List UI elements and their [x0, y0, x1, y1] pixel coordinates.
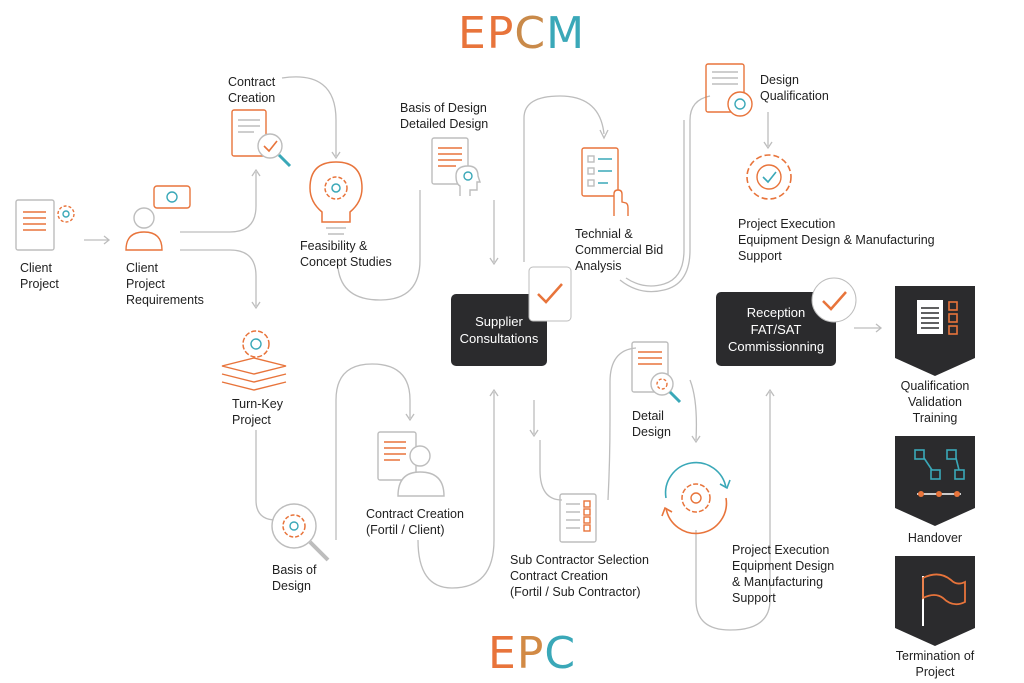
epc-letter-e: E	[488, 628, 517, 679]
document-head-icon	[430, 136, 492, 203]
termination-label: Termination of Project	[895, 649, 975, 679]
check-card-icon	[528, 266, 572, 327]
document-user-icon	[376, 430, 448, 505]
document-bulb-icon	[704, 62, 762, 129]
contract-creation-label: Contract Creation	[228, 75, 276, 105]
handover-shield	[895, 436, 975, 526]
epc-title: EPC	[488, 628, 576, 679]
gear-check-icon	[740, 148, 798, 211]
layers-gear-icon	[218, 322, 290, 399]
bid-analysis-label: Technial & Commercial Bid Analysis	[575, 227, 664, 273]
subcontractor-label: Sub Contractor Selection Contract Creati…	[510, 553, 649, 599]
project-execution-top-label: Project Execution Equipment Design & Man…	[738, 217, 935, 263]
handover-label: Handover	[907, 531, 963, 545]
detail-design-label: Detail Design	[632, 409, 671, 439]
project-execution-bottom-label: Project Execution Equipment Design & Man…	[732, 543, 835, 605]
epcm-letter-p: P	[486, 8, 515, 59]
qualification-shield	[895, 286, 975, 376]
termination-shield	[895, 556, 975, 646]
checklist-hand-icon	[580, 146, 630, 223]
cycle-gear-icon	[656, 458, 736, 543]
epc-letter-c: C	[544, 628, 577, 679]
client-project-label: Client Project	[20, 261, 59, 291]
basis-detailed-label: Basis of Design Detailed Design	[400, 101, 489, 131]
turnkey-label: Turn-Key Project	[232, 397, 283, 427]
search-gear-icon	[268, 500, 332, 569]
user-chat-icon	[122, 184, 194, 259]
document-search-icon	[630, 340, 686, 411]
reception-box: Reception FAT/SAT Commissionning	[716, 292, 836, 366]
qualification-label: Qualification Validation Training	[900, 379, 970, 425]
lightbulb-gear-icon	[304, 158, 368, 243]
basis-of-design-label: Basis of Design	[272, 563, 317, 593]
check-circle-icon	[810, 276, 858, 329]
contract-search-icon	[230, 108, 294, 177]
epcm-letter-e: E	[458, 8, 487, 59]
reception-label: Reception FAT/SAT Commissionning	[727, 304, 825, 354]
feasibility-label: Feasibility & Concept Studies	[300, 239, 392, 269]
epc-letter-p: P	[516, 628, 545, 679]
checklist-doc-icon	[558, 492, 598, 549]
epcm-letter-m: M	[546, 8, 586, 59]
supplier-consultations-box: Supplier Consultations	[451, 294, 547, 366]
client-requirements-label: Client Project Requirements	[126, 261, 204, 307]
epcm-letter-c: C	[514, 8, 547, 59]
contract-fortil-label: Contract Creation (Fortil / Client)	[366, 507, 464, 537]
epcm-title: EPCM	[458, 8, 585, 59]
document-gear-icon	[14, 198, 84, 257]
supplier-consultations-label: Supplier Consultations	[459, 314, 539, 346]
design-qualification-label: Design Qualification	[760, 73, 829, 103]
